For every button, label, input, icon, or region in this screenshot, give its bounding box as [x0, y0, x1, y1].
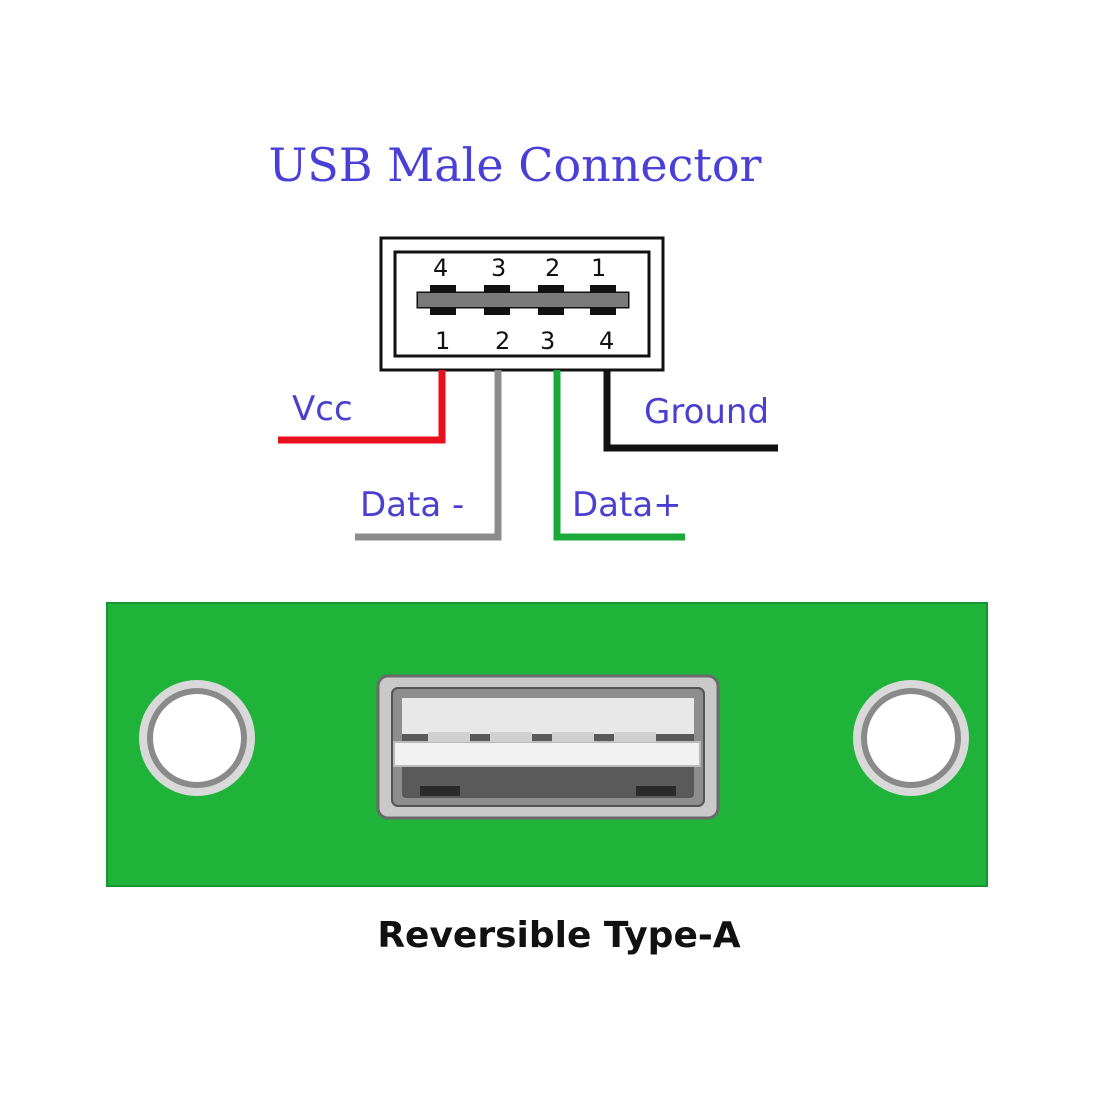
caption: Reversible Type-A — [377, 915, 741, 956]
vcc-wire — [278, 370, 446, 444]
pin-number-bottom: 3 — [540, 327, 556, 355]
data-minus-wire — [355, 370, 502, 541]
tongue-overlay — [418, 293, 628, 307]
pin-number-top: 3 — [491, 254, 507, 282]
data-minus-label: Data - — [360, 485, 465, 525]
pin-number-bottom: 2 — [495, 327, 511, 355]
pin-number-bottom: 4 — [599, 327, 615, 355]
vcc-label: Vcc — [292, 389, 353, 429]
pin-number-top: 1 — [591, 254, 607, 282]
diagram-title: USB Male Connector — [268, 138, 762, 192]
data-plus-label: Data+ — [572, 485, 682, 525]
pin-number-top: 2 — [545, 254, 561, 282]
pin-number-bottom: 1 — [435, 327, 451, 355]
usb-tongue — [393, 741, 701, 767]
ground-wire — [603, 370, 778, 452]
pin-number-top: 4 — [433, 254, 449, 282]
ground-label: Ground — [644, 392, 770, 432]
data-plus-wire — [553, 370, 685, 541]
